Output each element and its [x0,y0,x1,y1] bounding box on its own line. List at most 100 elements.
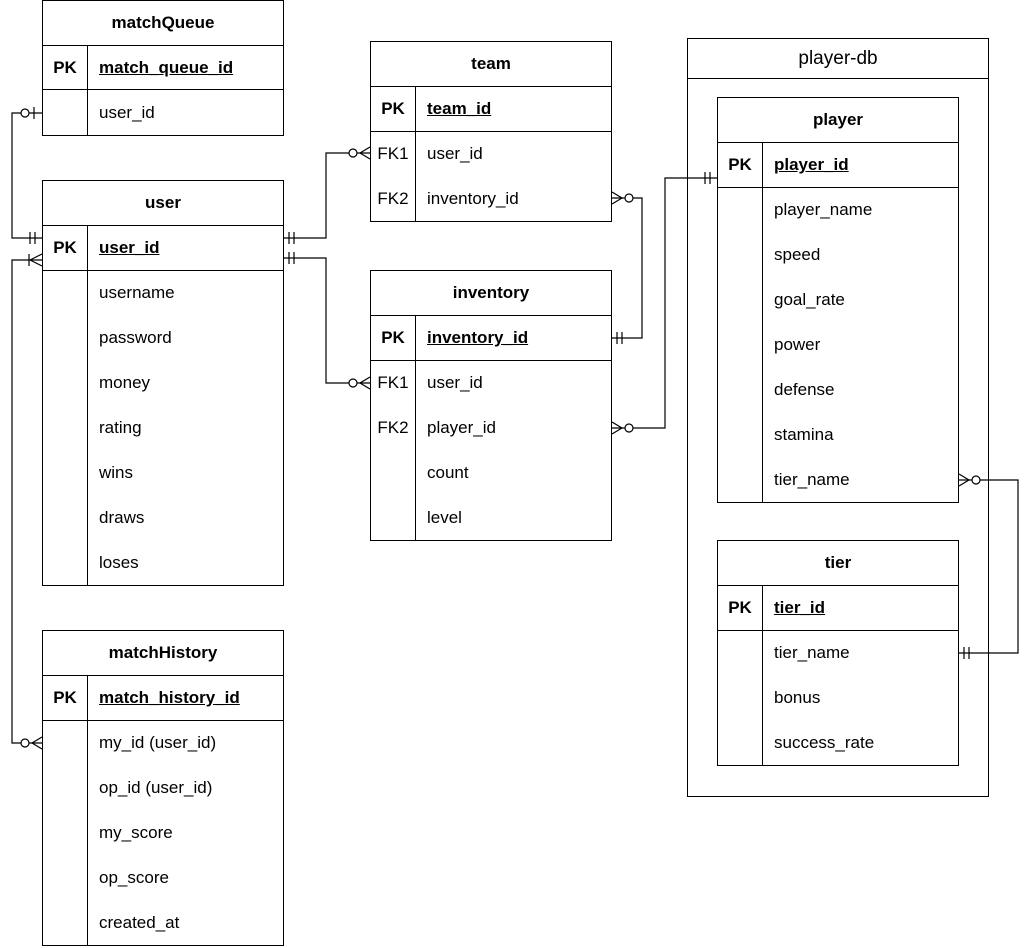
key-cell: PK [43,45,88,90]
attribute-row: PK user_id [43,225,283,271]
key-cell [43,450,88,496]
key-cell: PK [371,315,416,360]
key-cell [371,450,416,496]
field-name: player_id [774,154,849,174]
field-name: tier_name [774,469,850,489]
rel-player-tier [958,473,1019,659]
field-name: user_id [99,102,155,122]
attribute-row: defense [718,367,958,413]
attribute-row: wins [43,450,283,496]
field-name: inventory_id [427,327,529,347]
attribute-row: created_at [43,900,283,946]
key-cell: FK1 [371,360,416,406]
field-name: op_id (user_id) [99,778,213,797]
rel-user-matchhistory [11,253,43,750]
field-name: user_id [427,373,483,393]
attribute-row: tier_name [718,630,958,676]
field-name: count [427,462,469,482]
field-name: level [427,507,462,527]
key-cell: PK [43,675,88,720]
field-name: rating [99,417,142,437]
attribute-row: goal_rate [718,277,958,323]
field-name: money [99,373,151,392]
attribute-row: success_rate [718,720,958,765]
key-cell [43,495,88,541]
attribute-row: op_id (user_id) [43,765,283,811]
attribute-row: rating [43,405,283,451]
attribute-row: player_name [718,187,958,233]
rel-inventory-player [611,172,717,435]
field-name: team_id [427,98,492,118]
field-name: inventory_id [427,188,519,208]
attribute-row: FK1 user_id [371,360,611,406]
field-name: goal_rate [774,290,845,309]
key-cell [371,495,416,540]
attribute-row: user_id [43,90,283,135]
entity-title: team [371,42,611,87]
field-name: user_id [99,237,160,257]
rel-matchqueue-user [11,107,42,244]
field-name: power [774,334,821,354]
entity-title: matchHistory [43,631,283,676]
field-name: match_queue_id [99,57,234,77]
entity-title: tier [718,541,958,586]
attribute-row: power [718,322,958,368]
field-name: defense [774,379,835,399]
field-name: username [99,283,175,303]
attribute-row: PK match_queue_id [43,45,283,91]
attribute-row: stamina [718,412,958,458]
rel-user-team [284,146,371,244]
field-name: created_at [99,912,180,932]
attribute-row: FK1 user_id [371,131,611,177]
key-cell: FK2 [371,176,416,221]
key-cell: FK1 [371,131,416,177]
attribute-row: count [371,450,611,496]
attribute-row: FK2 player_id [371,405,611,451]
key-cell [718,367,763,413]
field-name: my_score [99,822,173,842]
attribute-row: PK team_id [371,86,611,132]
key-cell [718,457,763,503]
key-cell [718,322,763,368]
attribute-row: password [43,315,283,361]
key-cell [718,675,763,721]
container-title: player-db [688,39,988,79]
entity-title: user [43,181,283,226]
attribute-row: op_score [43,855,283,901]
field-name: loses [99,552,139,572]
field-name: speed [774,245,821,265]
attribute-row: loses [43,540,283,586]
field-name: tier_name [774,642,850,662]
key-cell [43,360,88,406]
field-name: op_score [99,867,169,887]
field-name: wins [99,462,134,482]
key-cell [43,855,88,901]
key-cell: FK2 [371,405,416,451]
rel-team-inventory [611,191,643,344]
attribute-row: draws [43,495,283,541]
key-cell: PK [371,86,416,131]
key-cell: PK [718,142,763,187]
key-cell [43,765,88,811]
field-name: user_id [427,143,483,163]
key-cell [43,900,88,946]
key-cell [43,540,88,586]
key-cell: PK [43,225,88,270]
field-name: bonus [774,687,821,707]
key-cell [43,810,88,856]
attribute-row: money [43,360,283,406]
key-cell [718,277,763,323]
field-name: player_id [427,417,496,437]
attribute-row: speed [718,232,958,278]
key-cell [718,187,763,233]
